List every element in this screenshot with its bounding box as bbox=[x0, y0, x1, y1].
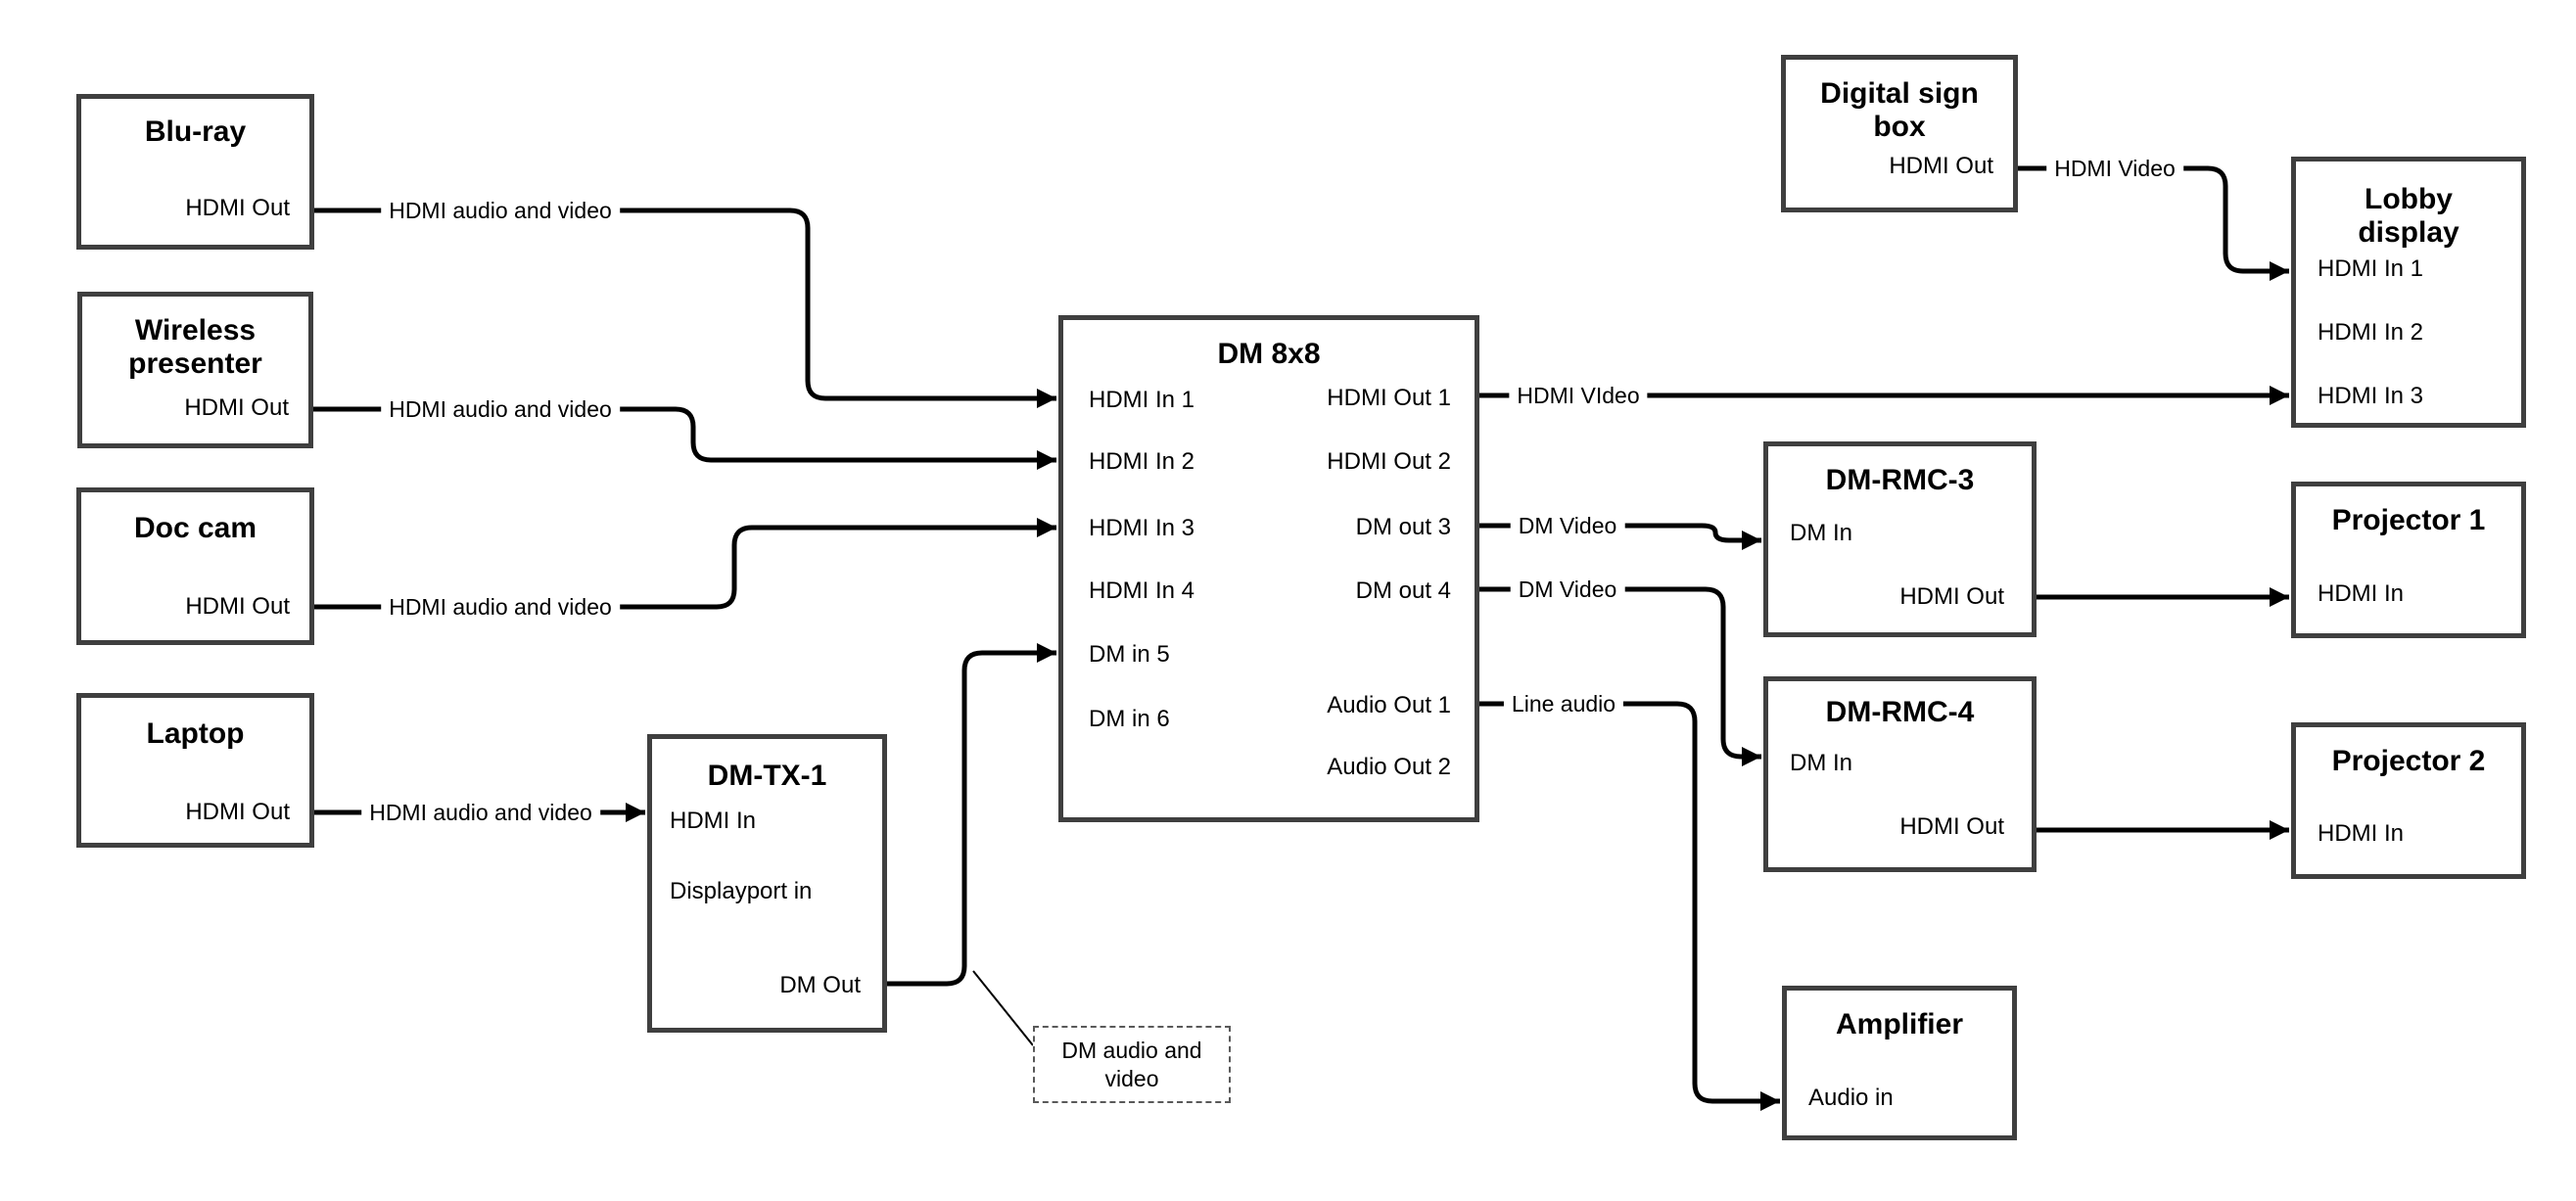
port-lobby-display-hdmi-in-2: HDMI In 2 bbox=[2318, 319, 2424, 346]
node-projector-1: Projector 1 HDMI In bbox=[2291, 482, 2526, 638]
node-blu-ray-title: Blu-ray bbox=[144, 115, 247, 148]
edge-dm8x8-out4-to-dmrmc4 bbox=[1479, 586, 1761, 766]
node-blu-ray: Blu-ray HDMI Out bbox=[76, 94, 314, 250]
edge-label-audio-out-1: Line audio bbox=[1503, 690, 1624, 717]
port-dm-8x8-hdmi-in-4: HDMI In 4 bbox=[1089, 577, 1195, 604]
edge-label-bluray: HDMI audio and video bbox=[381, 197, 620, 224]
edge-digitalsign-to-lobby-in1 bbox=[2018, 165, 2289, 281]
node-doc-cam-title: Doc cam bbox=[133, 512, 258, 544]
edge-wireless-to-dm8x8-in2 bbox=[313, 406, 1056, 470]
node-dm-tx-1: DM-TX-1 HDMI In Displayport in DM Out bbox=[647, 734, 887, 1033]
edge-label-wireless: HDMI audio and video bbox=[381, 395, 620, 423]
node-dm-rmc-3: DM-RMC-3 DM In HDMI Out bbox=[1763, 441, 2037, 637]
node-projector-2: Projector 2 HDMI In bbox=[2291, 722, 2526, 879]
port-dm-8x8-dm-in-5: DM in 5 bbox=[1089, 641, 1170, 668]
port-dm-rmc-4-hdmi-out: HDMI Out bbox=[1899, 813, 2004, 840]
node-doc-cam: Doc cam HDMI Out bbox=[76, 487, 314, 645]
port-dm-8x8-audio-out-2: Audio Out 2 bbox=[1327, 754, 1451, 780]
port-dm-rmc-4-dm-in: DM In bbox=[1790, 750, 1853, 776]
port-dm-8x8-hdmi-in-3: HDMI In 3 bbox=[1089, 515, 1195, 541]
node-projector-1-title: Projector 1 bbox=[2331, 504, 2486, 536]
port-doc-cam-hdmi-out: HDMI Out bbox=[185, 593, 290, 620]
edge-label-laptop: HDMI audio and video bbox=[361, 799, 600, 826]
port-dm-8x8-hdmi-in-1: HDMI In 1 bbox=[1089, 387, 1195, 413]
node-digital-sign-box-title: Digital sign box bbox=[1820, 77, 1979, 143]
port-amplifier-audio-in: Audio in bbox=[1808, 1085, 1894, 1111]
node-dm-8x8: DM 8x8 HDMI In 1 HDMI In 2 HDMI In 3 HDM… bbox=[1058, 315, 1479, 822]
node-lobby-display-title: Lobby display bbox=[2358, 183, 2459, 249]
edge-bluray-to-dm8x8-in1 bbox=[314, 208, 1056, 408]
port-projector-2-hdmi-in: HDMI In bbox=[2318, 820, 2405, 847]
port-dm-8x8-dm-out-4: DM out 4 bbox=[1355, 577, 1451, 604]
note-dm-audio-and-video: DM audio and video bbox=[1033, 1026, 1231, 1103]
node-dm-tx-1-title: DM-TX-1 bbox=[707, 760, 827, 792]
port-lobby-display-hdmi-in-3: HDMI In 3 bbox=[2318, 383, 2424, 409]
port-laptop-hdmi-out: HDMI Out bbox=[185, 799, 290, 825]
node-dm-rmc-4: DM-RMC-4 DM In HDMI Out bbox=[1763, 676, 2037, 872]
edge-doccam-to-dm8x8-in3 bbox=[314, 518, 1056, 610]
node-amplifier-title: Amplifier bbox=[1835, 1008, 1964, 1040]
node-lobby-display: Lobby display HDMI In 1 HDMI In 2 HDMI I… bbox=[2291, 157, 2526, 428]
edge-label-dm-out-3: DM Video bbox=[1510, 512, 1625, 539]
edge-dm8x8-audio1-to-amplifier bbox=[1479, 701, 1780, 1111]
port-projector-1-hdmi-in: HDMI In bbox=[2318, 580, 2405, 607]
port-dm-rmc-3-dm-in: DM In bbox=[1790, 520, 1853, 546]
edge-label-dm-out-4: DM Video bbox=[1510, 576, 1625, 603]
port-dm-8x8-dm-in-6: DM in 6 bbox=[1089, 706, 1170, 732]
edge-dm8x8-out3-to-dmrmc3 bbox=[1479, 523, 1761, 550]
port-digital-sign-box-hdmi-out: HDMI Out bbox=[1889, 153, 1993, 179]
node-projector-2-title: Projector 2 bbox=[2331, 745, 2486, 777]
edge-label-doccam: HDMI audio and video bbox=[381, 593, 620, 621]
port-dm-8x8-hdmi-out-2: HDMI Out 2 bbox=[1327, 448, 1451, 475]
node-amplifier: Amplifier Audio in bbox=[1782, 986, 2017, 1140]
port-dm-tx-1-hdmi-in: HDMI In bbox=[670, 808, 757, 834]
edge-dmtx1-to-dm8x8-in5 bbox=[887, 643, 1056, 987]
node-dm-rmc-3-title: DM-RMC-3 bbox=[1825, 464, 1975, 496]
node-laptop: Laptop HDMI Out bbox=[76, 693, 314, 848]
note-callout-line bbox=[972, 970, 1034, 1046]
node-dm-rmc-4-title: DM-RMC-4 bbox=[1825, 696, 1975, 728]
port-dm-8x8-dm-out-3: DM out 3 bbox=[1355, 514, 1451, 540]
node-digital-sign-box: Digital sign box HDMI Out bbox=[1781, 55, 2018, 212]
port-dm-tx-1-displayport-in: Displayport in bbox=[670, 878, 813, 904]
node-laptop-title: Laptop bbox=[146, 717, 245, 750]
port-dm-8x8-hdmi-out-1: HDMI Out 1 bbox=[1327, 385, 1451, 411]
port-dm-8x8-hdmi-in-2: HDMI In 2 bbox=[1089, 448, 1195, 475]
port-dm-rmc-3-hdmi-out: HDMI Out bbox=[1899, 583, 2004, 610]
port-wireless-presenter-hdmi-out: HDMI Out bbox=[184, 394, 289, 421]
node-dm-8x8-title: DM 8x8 bbox=[1217, 338, 1321, 370]
edge-label-digital-sign: HDMI Video bbox=[2046, 155, 2183, 182]
edge-label-hdmi-out-1: HDMI VIdeo bbox=[1509, 382, 1648, 409]
port-lobby-display-hdmi-in-1: HDMI In 1 bbox=[2318, 255, 2424, 282]
port-dm-tx-1-dm-out: DM Out bbox=[779, 972, 861, 998]
port-blu-ray-hdmi-out: HDMI Out bbox=[185, 195, 290, 221]
node-wireless-presenter-title: Wireless presenter bbox=[128, 314, 262, 380]
port-dm-8x8-audio-out-1: Audio Out 1 bbox=[1327, 692, 1451, 718]
node-wireless-presenter: Wireless presenter HDMI Out bbox=[77, 292, 313, 448]
